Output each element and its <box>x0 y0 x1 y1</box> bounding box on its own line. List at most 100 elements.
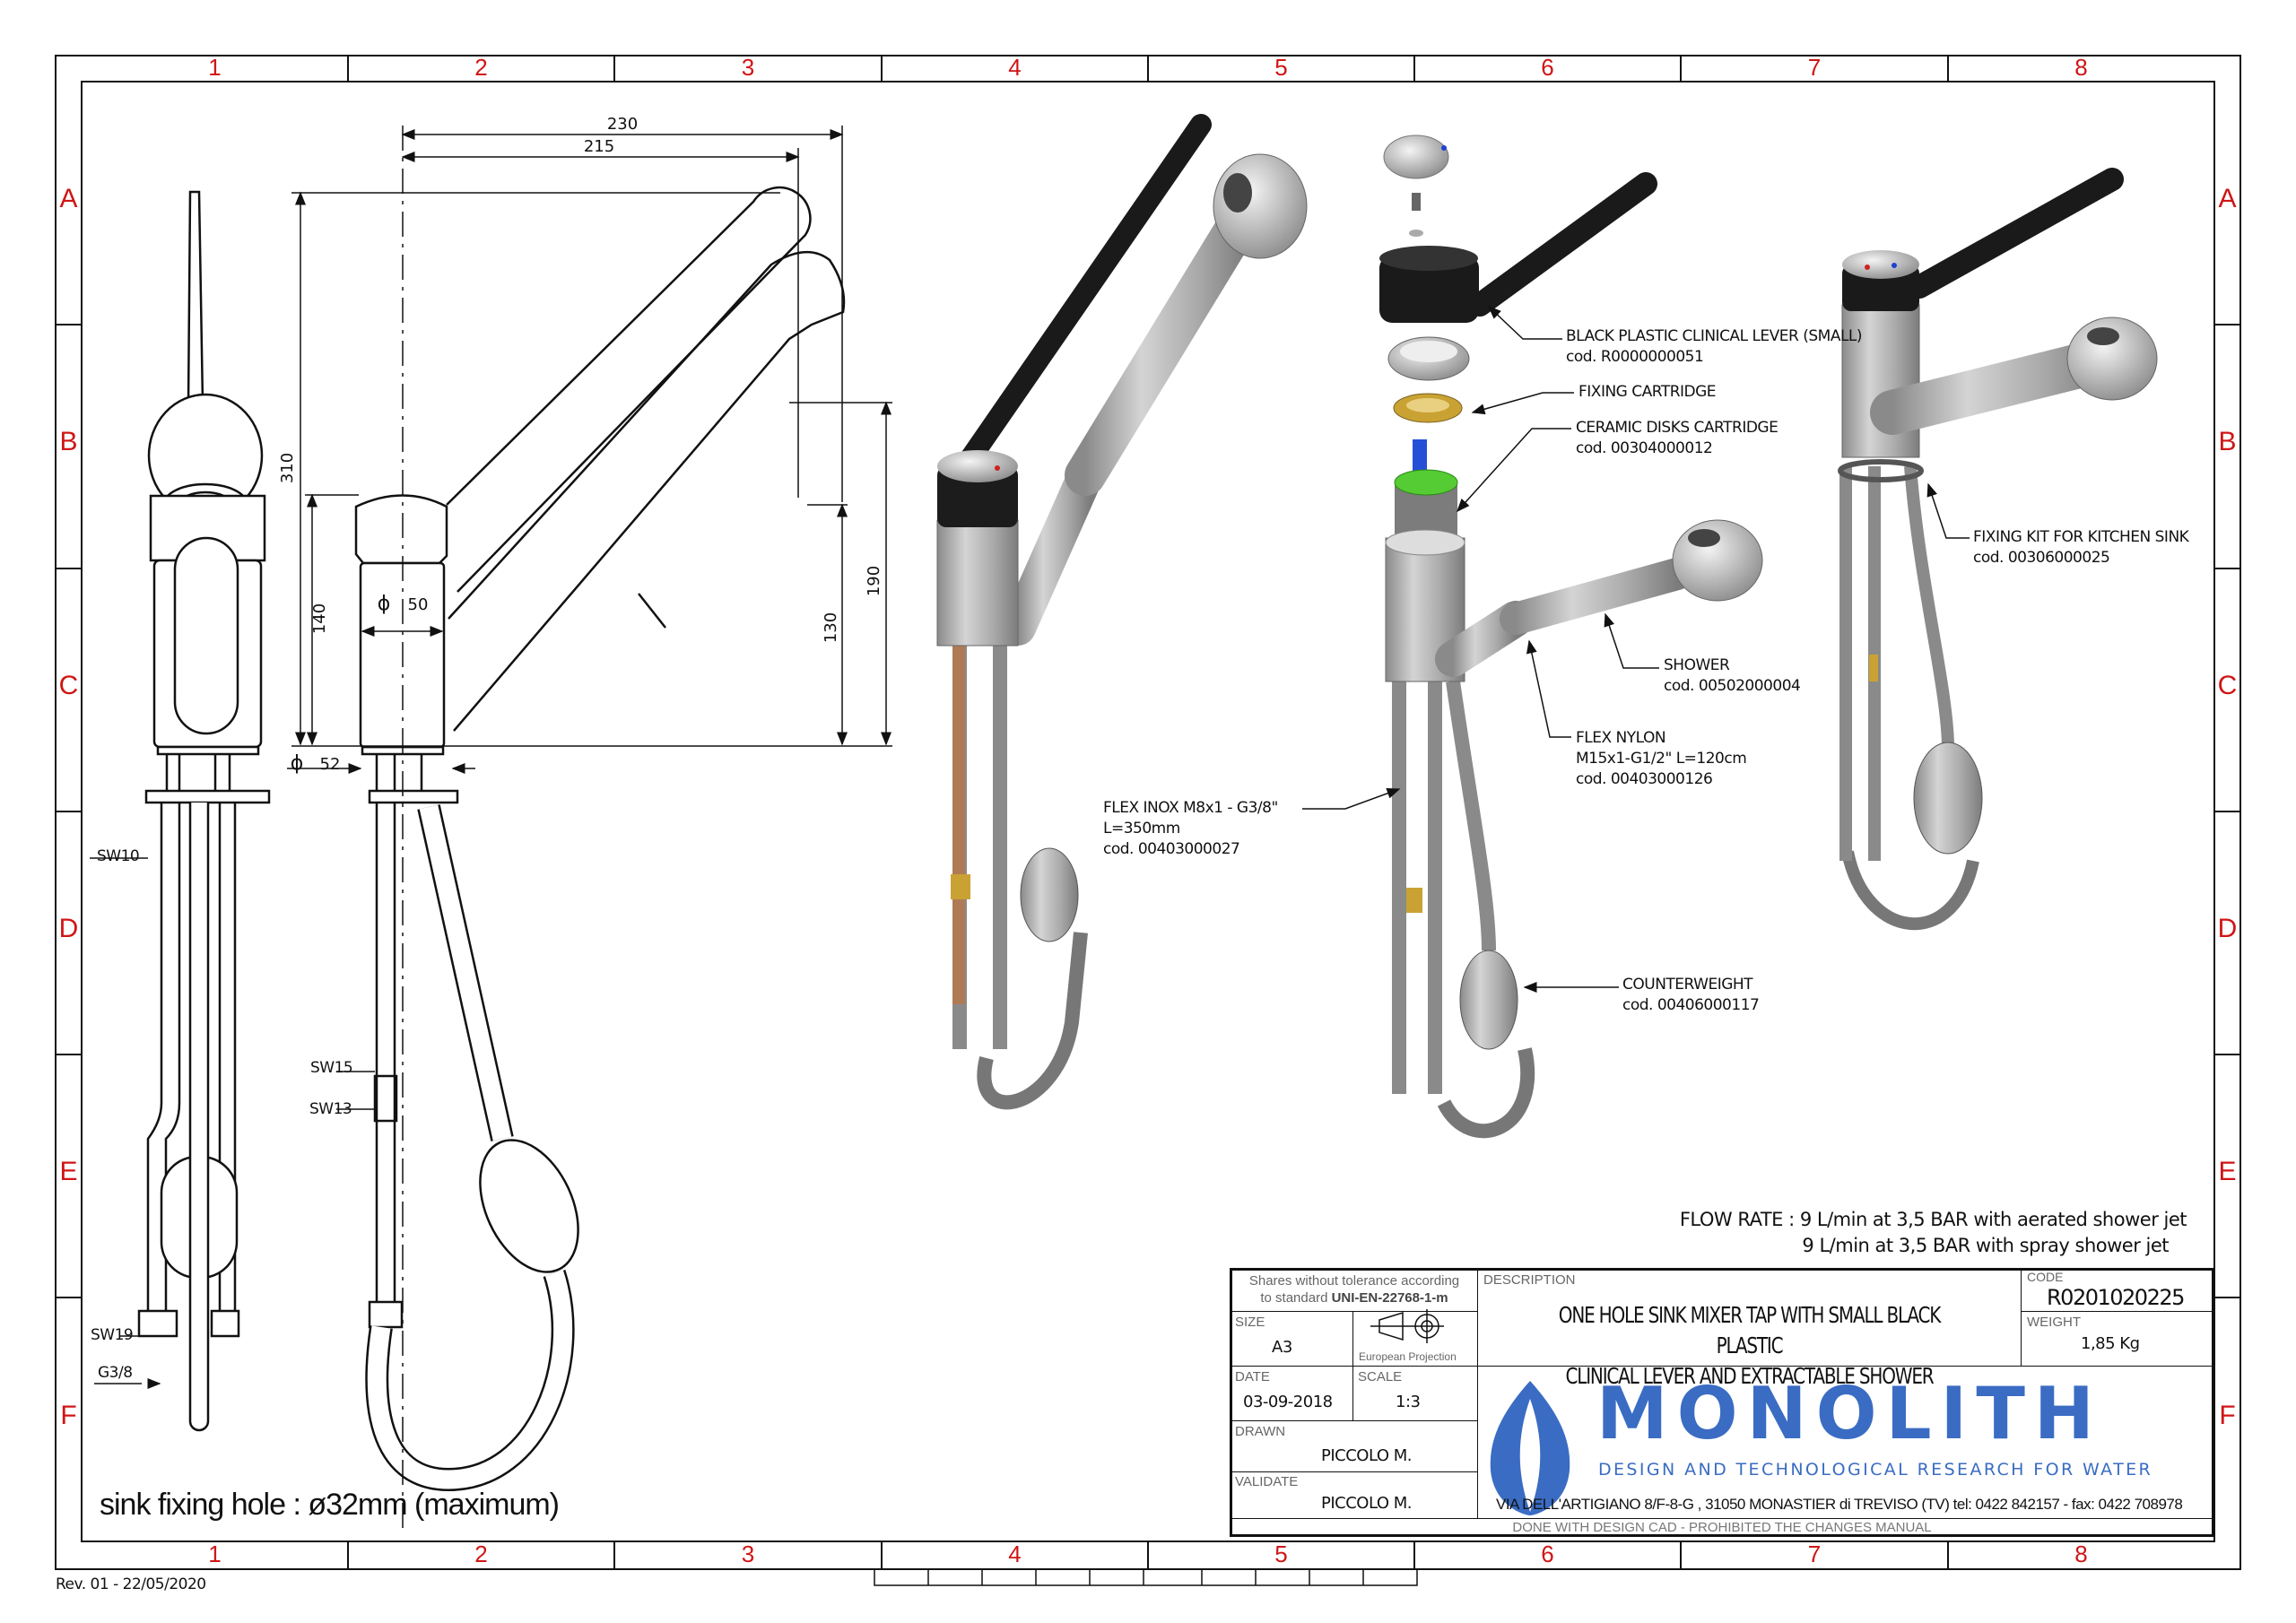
row-label: E <box>59 1157 78 1186</box>
row-label: A <box>2218 184 2237 213</box>
dim-140: 140 <box>310 603 329 634</box>
size-value: A3 <box>1272 1338 1292 1357</box>
sw15-label: SW15 <box>310 1059 353 1077</box>
column-label: 1 <box>208 54 222 81</box>
footer-note: DONE WITH DESIGN CAD - PROHIBITED THE CH… <box>1512 1520 1932 1535</box>
dim-52: 52 <box>320 755 341 774</box>
column-label: 6 <box>1541 54 1554 81</box>
column-label: 5 <box>1274 54 1288 81</box>
column-label: 5 <box>1274 1541 1288 1567</box>
row-label: F <box>2219 1401 2236 1430</box>
brand-tagline: DESIGN AND TECHNOLOGICAL RESEARCH FOR WA… <box>1598 1460 2153 1480</box>
monolith-logo-drop-icon <box>1490 1381 1570 1515</box>
column-label: 6 <box>1541 1541 1554 1567</box>
callout-flex-nylon: FLEX NYLON M15x1-G1/2" L=120cm cod. 0040… <box>1576 728 1747 790</box>
code-label: CODE <box>2027 1270 2064 1284</box>
projection-label: European Projection <box>1359 1350 1457 1363</box>
callout-name: BLACK PLASTIC CLINICAL LEVER (SMALL) <box>1566 327 1863 345</box>
row-label: B <box>2218 427 2237 456</box>
callout-name: SHOWER <box>1664 656 1730 674</box>
date-value: 03-09-2018 <box>1243 1393 1333 1411</box>
row-label: B <box>59 427 78 456</box>
callout-spec: M15x1-G1/2" L=120cm <box>1576 750 1747 768</box>
callout-lever: BLACK PLASTIC CLINICAL LEVER (SMALL) cod… <box>1566 326 1863 368</box>
column-label: 4 <box>1008 1541 1022 1567</box>
flow-rate-line: 9 L/min at 3,5 BAR with spray shower jet <box>1802 1235 2169 1256</box>
callout-name: FLEX INOX M8x1 - G3/8" <box>1103 799 1278 817</box>
drawn-value: PICCOLO M. <box>1321 1446 1413 1465</box>
callout-code: cod. 00306000025 <box>1973 549 2110 567</box>
column-label: 1 <box>208 1541 222 1567</box>
callout-flex-inox: FLEX INOX M8x1 - G3/8" L=350mm cod. 0040… <box>1103 798 1278 860</box>
scale-value: 1:3 <box>1396 1393 1421 1411</box>
row-label: D <box>2217 914 2238 943</box>
callout-ceramic-cartridge: CERAMIC DISKS CARTRIDGE cod. 00304000012 <box>1576 418 1779 459</box>
revision-label: Rev. 01 - 22/05/2020 <box>56 1575 206 1593</box>
dim-215: 215 <box>584 137 614 156</box>
callout-name: FIXING KIT FOR KITCHEN SINK <box>1973 528 2189 546</box>
dim-130: 130 <box>822 612 840 643</box>
drawn-label: DRAWN <box>1235 1424 1286 1439</box>
dim-190: 190 <box>865 566 883 596</box>
european-projection-icon <box>1370 1309 1444 1343</box>
callout-name: COUNTERWEIGHT <box>1622 976 1753 994</box>
side-view <box>287 126 892 1533</box>
callout-code: cod. 00406000117 <box>1622 996 1760 1014</box>
callout-fixing-kit: FIXING KIT FOR KITCHEN SINK cod. 0030600… <box>1973 527 2189 568</box>
render-exploded-view <box>1379 135 1763 1139</box>
dim-310: 310 <box>278 453 297 483</box>
front-view <box>90 190 271 1432</box>
sw19-label: SW19 <box>91 1326 134 1344</box>
callout-fixing-cartridge: FIXING CARTRIDGE <box>1578 382 1717 403</box>
dim-230: 230 <box>607 115 638 134</box>
dimension-labels: 230 215 310 140 190 130 ϕ 50 ϕ 52 <box>278 115 883 775</box>
callout-leaders <box>1302 305 1970 993</box>
tolerance-note: Shares without tolerance according to st… <box>1233 1272 1475 1306</box>
weight-label: WEIGHT <box>2027 1315 2081 1330</box>
sink-fixing-hole-note: sink fixing hole : ø32mm (maximum) <box>100 1488 560 1522</box>
phi-symbol: ϕ <box>378 593 391 615</box>
row-label: C <box>2217 671 2238 700</box>
column-label: 4 <box>1008 54 1022 81</box>
callout-spec: L=350mm <box>1103 820 1180 838</box>
weight-value: 1,85 Kg <box>2081 1334 2140 1353</box>
row-label: D <box>58 914 79 943</box>
callout-shower: SHOWER cod. 00502000004 <box>1664 655 1801 697</box>
g38-label: G3/8 <box>98 1364 133 1382</box>
callout-code: cod. 00403000027 <box>1103 840 1240 858</box>
validate-value: PICCOLO M. <box>1321 1494 1413 1513</box>
sw13-label: SW13 <box>309 1100 352 1118</box>
tolerance-text: Shares without tolerance according <box>1248 1273 1460 1289</box>
description-label: DESCRIPTION <box>1483 1272 1576 1288</box>
callout-code: cod. 00304000012 <box>1576 439 1713 457</box>
row-label: A <box>59 184 78 213</box>
column-label: 2 <box>474 54 488 81</box>
tolerance-standard: UNI-EN-22768-1-m <box>1331 1290 1448 1306</box>
brand-logo-text: MONOLITH <box>1596 1372 2103 1455</box>
column-label: 3 <box>741 1541 755 1567</box>
row-label: F <box>60 1401 77 1430</box>
row-label: C <box>58 671 79 700</box>
phi-symbol: ϕ <box>291 752 304 775</box>
description-value: ONE HOLE SINK MIXER TAP WITH SMALL BLACK… <box>1535 1300 1964 1392</box>
flow-rate-line: FLOW RATE : 9 L/min at 3,5 BAR with aera… <box>1679 1209 2187 1230</box>
code-value: R0201020225 <box>2047 1285 2185 1310</box>
flow-rate-note: FLOW RATE : 9 L/min at 3,5 BAR with aera… <box>1680 1207 2187 1259</box>
callout-code: cod. R0000000051 <box>1566 348 1704 366</box>
column-label: 2 <box>474 1541 488 1567</box>
company-address: VIA DELL'ARTIGIANO 8/F-8-G , 31050 MONAS… <box>1496 1496 2183 1513</box>
callout-name: FIXING CARTRIDGE <box>1578 383 1717 401</box>
drawing-frame <box>55 55 2241 1586</box>
column-label: 7 <box>1807 54 1822 81</box>
callout-code: cod. 00403000126 <box>1576 770 1713 788</box>
size-label: SIZE <box>1235 1315 1265 1330</box>
description-line: CLINICAL LEVER AND EXTRACTABLE SHOWER <box>1565 1363 1935 1389</box>
column-label: 3 <box>741 54 755 81</box>
description-line: ONE HOLE SINK MIXER TAP WITH SMALL BLACK… <box>1558 1302 1942 1358</box>
column-label: 8 <box>2074 1541 2088 1567</box>
render-assembled-front <box>1838 168 2158 930</box>
callout-code: cod. 00502000004 <box>1664 677 1801 695</box>
scale-label: SCALE <box>1358 1369 1403 1384</box>
callout-name: CERAMIC DISKS CARTRIDGE <box>1576 419 1779 437</box>
sw10-label: SW10 <box>97 847 140 865</box>
